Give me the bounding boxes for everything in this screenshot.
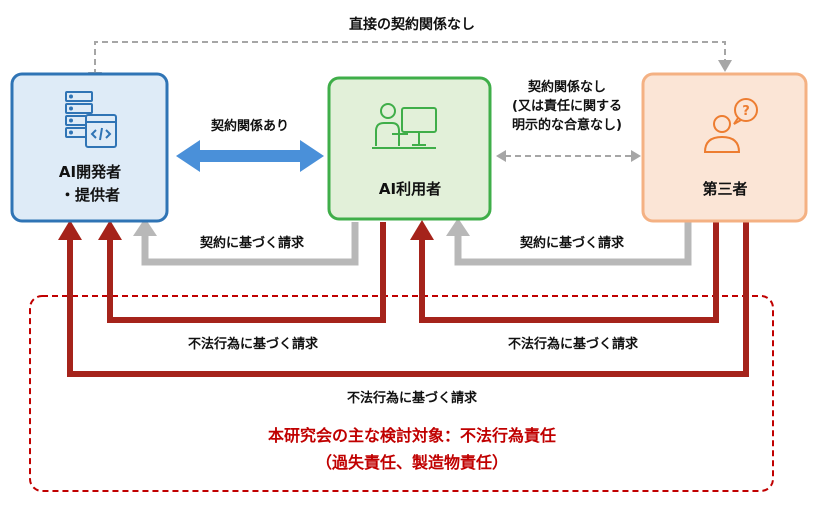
person-question-icon: ? [703,98,758,153]
third-party-node: ? 第三者 [641,72,808,223]
person-computer-icon [372,103,437,149]
arrowhead-third-party [718,60,732,72]
contract-relation-arrow [176,140,324,172]
no-direct-contract-label: 直接の契約関係なし [349,16,475,33]
developer-node: AI開発者 ・提供者 [10,72,169,223]
contract-relation-label: 契約関係あり [210,118,289,134]
developer-label-line1: AI開発者 [59,163,121,181]
focus-scope-box [29,295,774,492]
no-contract-label-3: 明示的な合意なし) [512,117,622,133]
contract-claim-user-to-developer [133,218,359,266]
no-contract-label-2: (又は責任に関する [512,98,622,114]
contract-claim-label-1: 契約に基づく請求 [199,235,305,251]
no-contract-label-1: 契約関係なし [527,79,606,95]
developer-label-line2: ・提供者 [60,186,120,204]
tort-claim-user-to-developer [98,220,386,323]
contract-claim-label-2: 契約に基づく請求 [519,235,625,251]
tort-claim-third-to-developer [58,220,749,377]
ai-user-label: AI利用者 [379,180,441,198]
ai-user-node: AI利用者 [327,76,492,221]
server-code-icon [65,91,117,148]
third-party-label: 第三者 [702,180,747,198]
no-contract-relation-arrow [496,150,641,162]
tort-claim-third-to-user [410,220,719,323]
contract-claim-third-to-user [446,218,692,266]
tort-claim-label-3: 不法行為に基づく請求 [347,390,478,406]
focus-title: 本研究会の主な検討対象：不法行為責任 [268,426,556,445]
tort-claim-label-2: 不法行為に基づく請求 [508,336,639,352]
svg-text:?: ? [742,104,750,119]
focus-subtitle: （過失責任、製造物責任） [316,453,508,472]
tort-claim-label-1: 不法行為に基づく請求 [188,336,319,352]
